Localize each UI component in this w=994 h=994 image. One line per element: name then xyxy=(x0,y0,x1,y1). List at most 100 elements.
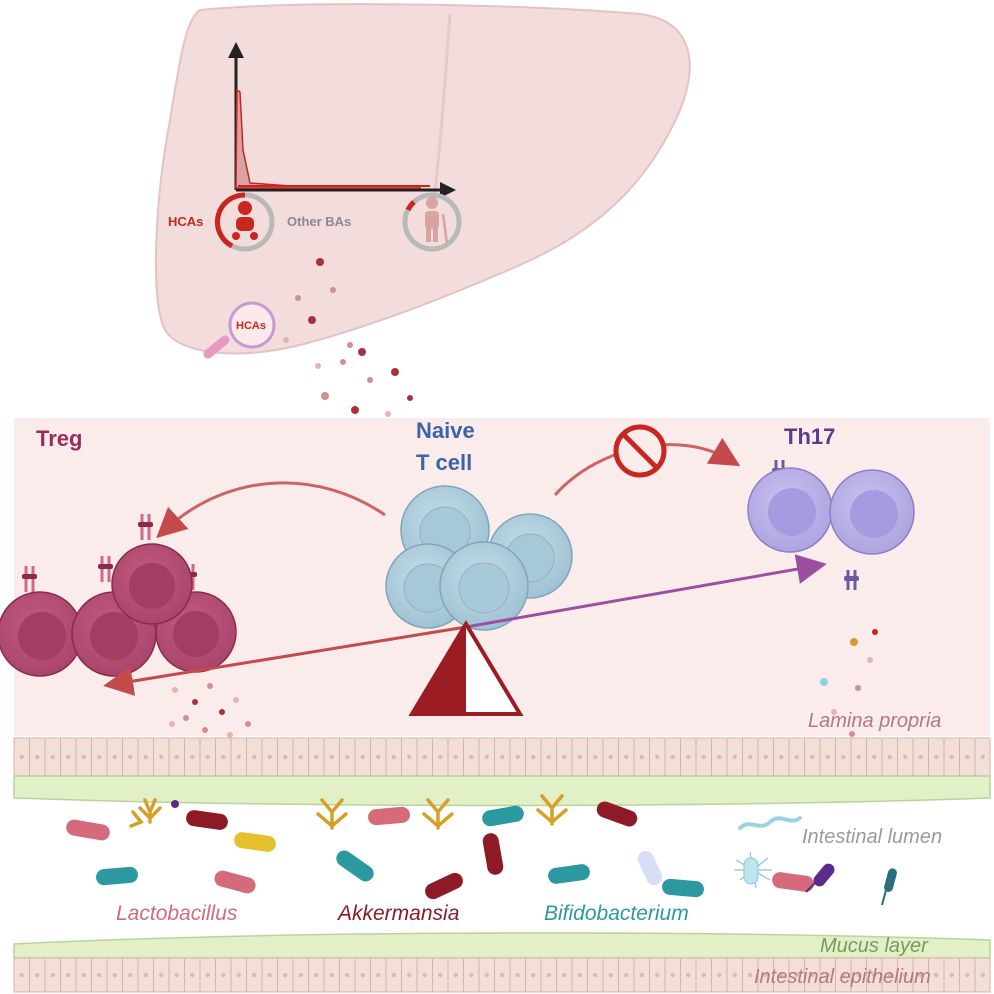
epithelial-nucleus xyxy=(453,972,458,978)
epithelial-nucleus xyxy=(934,972,939,978)
epithelial-nucleus xyxy=(624,754,629,760)
epithelial-nucleus xyxy=(81,972,86,978)
epithelial-nucleus xyxy=(748,972,753,978)
epithelial-nucleus xyxy=(531,754,536,760)
epithelial-nucleus xyxy=(469,754,474,760)
epithelial-nucleus xyxy=(810,754,815,760)
epithelial-nucleus xyxy=(593,754,598,760)
epithelial-nucleus xyxy=(856,972,861,978)
mucus-layer-label: Mucus layer xyxy=(820,935,929,957)
epithelial-nucleus xyxy=(515,972,520,978)
epithelial-nucleus xyxy=(810,972,815,978)
lactobacillus-rod xyxy=(214,870,256,894)
epithelial-nucleus xyxy=(639,972,644,978)
bifidobacterium-rod xyxy=(96,866,138,886)
epithelial-nucleus xyxy=(190,972,195,978)
epithelial-nucleus xyxy=(128,972,133,978)
epithelial-nucleus xyxy=(97,972,102,978)
bifidobacterium-rod xyxy=(637,850,663,886)
epithelial-nucleus xyxy=(903,754,908,760)
epithelial-nucleus xyxy=(469,972,474,978)
antibody-icons xyxy=(129,794,568,830)
liver-shape xyxy=(154,3,691,355)
epithelial-nucleus xyxy=(66,972,71,978)
plot-x-arrow xyxy=(440,182,456,198)
epithelial-nucleus xyxy=(825,972,830,978)
epithelial-nucleus xyxy=(577,754,582,760)
akkermansia-label: Akkermansia xyxy=(336,902,459,925)
epithelial-nucleus xyxy=(515,754,520,760)
epithelial-nucleus xyxy=(887,754,892,760)
epithelial-nucleus xyxy=(159,972,164,978)
epithelial-nucleus xyxy=(376,972,381,978)
epithelial-nucleus xyxy=(35,754,40,760)
th17-label: Th17 xyxy=(784,424,835,449)
naive-t-cells xyxy=(385,485,573,631)
epithelial-nucleus xyxy=(407,972,412,978)
prohibited-icon xyxy=(613,424,667,478)
epithelial-nucleus xyxy=(422,972,427,978)
epithelial-nucleus xyxy=(190,754,195,760)
magnifier-label: HCAs xyxy=(236,320,266,332)
epithelial-nucleus xyxy=(66,754,71,760)
naive-label-line2: T cell xyxy=(416,450,472,475)
bifidobacterium-rod xyxy=(336,850,374,882)
seesaw-fulcrum xyxy=(408,620,524,716)
epithelial-nucleus xyxy=(779,754,784,760)
epithelial-nucleus xyxy=(174,972,179,978)
bile-acid-plot xyxy=(228,42,456,198)
epithelial-nucleus xyxy=(252,754,257,760)
elderly-icon xyxy=(402,192,462,252)
lactobacillus-rod xyxy=(368,806,410,826)
epithelial-nucleus xyxy=(422,754,427,760)
epithelial-nucleus xyxy=(655,972,660,978)
epithelial-nucleus xyxy=(732,972,737,978)
epithelial-nucleus xyxy=(97,754,102,760)
epithelial-nucleus xyxy=(283,972,288,978)
epithelial-nucleus xyxy=(205,972,210,978)
upper-epithelium xyxy=(13,737,991,777)
treg-cells xyxy=(0,514,237,677)
lactobacillus-rod xyxy=(66,819,110,841)
akkermansia-rod xyxy=(596,801,638,827)
lower-mucus-band xyxy=(13,932,991,959)
epithelial-nucleus xyxy=(701,972,706,978)
bifidobacterium-rod xyxy=(482,805,524,827)
epithelial-nucleus xyxy=(686,972,691,978)
epithelial-nucleus xyxy=(221,972,226,978)
epithelial-nucleus xyxy=(965,972,970,978)
epithelial-nucleus xyxy=(841,972,846,978)
seesaw-beam-th17 xyxy=(465,554,827,629)
epithelial-nucleus xyxy=(794,972,799,978)
epithelial-nucleus xyxy=(236,972,241,978)
epithelial-nucleus xyxy=(717,754,722,760)
epithelial-nucleus xyxy=(546,972,551,978)
arrow-naive-to-treg xyxy=(156,481,386,539)
epithelial-nucleus xyxy=(608,754,613,760)
epithelial-nucleus xyxy=(872,972,877,978)
epithelial-nucleus xyxy=(19,754,24,760)
magnifier-icon xyxy=(203,301,276,359)
intestinal-lumen-label: Intestinal lumen xyxy=(802,826,942,848)
hcas-label: HCAs xyxy=(168,214,203,229)
epithelial-nucleus xyxy=(391,754,396,760)
epithelial-nucleus xyxy=(81,754,86,760)
epithelial-nucleus xyxy=(453,754,458,760)
treg-label: Treg xyxy=(36,426,82,451)
lactobacillus-rod xyxy=(234,832,276,852)
th17-cells xyxy=(747,460,915,590)
epithelial-nucleus xyxy=(980,972,985,978)
epithelial-nucleus xyxy=(329,754,334,760)
epithelial-cell-row xyxy=(13,957,991,993)
epithelial-nucleus xyxy=(376,754,381,760)
epithelial-nucleus xyxy=(143,754,148,760)
misc-microbes xyxy=(734,816,897,906)
metabolite-dot xyxy=(171,800,179,808)
epithelial-nucleus xyxy=(329,972,334,978)
lactobacillus-rod xyxy=(772,872,814,892)
epithelial-nucleus xyxy=(484,754,489,760)
epithelial-nucleus xyxy=(345,754,350,760)
epithelial-nucleus xyxy=(546,754,551,760)
epithelial-nucleus xyxy=(934,754,939,760)
